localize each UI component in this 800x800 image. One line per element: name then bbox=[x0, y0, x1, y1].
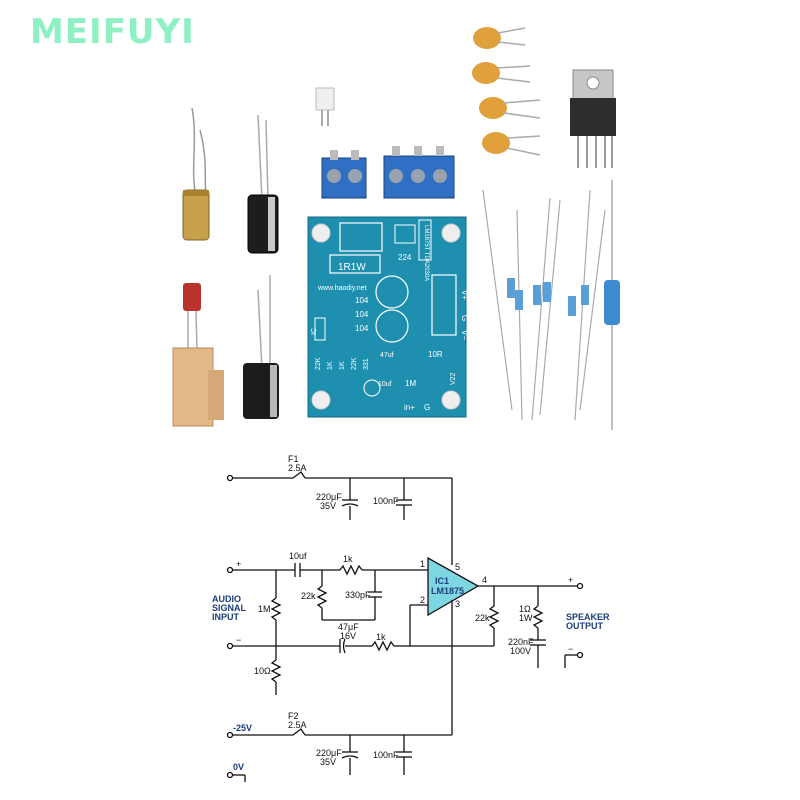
pin-5: 5 bbox=[455, 562, 460, 572]
pcb-label-ic: IC bbox=[311, 328, 318, 335]
pcb-label-chip: LM1875T TDA2030A bbox=[423, 225, 429, 281]
neg-rail-label: -25V bbox=[233, 723, 252, 733]
minus-input-sign: − bbox=[236, 635, 241, 645]
ceramic-capacitors bbox=[472, 27, 541, 156]
pcb-label-47uf: 47uf bbox=[380, 352, 394, 359]
speaker-output-line2: OUTPUT bbox=[566, 621, 604, 631]
audio-input-line1: AUDIO bbox=[212, 594, 241, 604]
speaker-output-line1: SPEAKER bbox=[566, 612, 610, 622]
input-cap-label: 10uf bbox=[289, 551, 307, 561]
r-22k-left-label: 22k bbox=[301, 591, 316, 601]
pcb-label-g-power: G bbox=[460, 315, 469, 321]
r-1ohm-value: 1Ω bbox=[519, 604, 531, 614]
cap-bot-b-value: 100nF bbox=[373, 750, 399, 760]
fuse1-rating: 2.5A bbox=[288, 463, 307, 473]
pcb-label-22k-a: 22K bbox=[315, 357, 322, 370]
cap-top-a-voltage: 35V bbox=[320, 501, 336, 511]
pcb-label-1k-b: 1K bbox=[339, 361, 346, 370]
pcb-label-22k-b: 22K bbox=[351, 357, 358, 370]
amplifier-ic-to220 bbox=[570, 69, 616, 168]
terminal-block-3pin bbox=[383, 146, 455, 199]
pcb-label-in-plus: in+ bbox=[404, 403, 415, 412]
r-22k-right-label: 22k bbox=[475, 613, 490, 623]
cap-220nf-value: 220nF bbox=[508, 637, 534, 647]
pcb-label-v22: V22 bbox=[450, 372, 457, 385]
schematic-labels: F1 2.5A 220μF 35V 100nF 10uf 1k 22k 330p… bbox=[212, 454, 610, 772]
plus-input-sign: + bbox=[236, 559, 241, 569]
pin-2: 2 bbox=[420, 595, 425, 605]
r-1ohm-power: 1W bbox=[519, 613, 533, 623]
r-in-label: 1k bbox=[343, 554, 353, 564]
pin-1: 1 bbox=[420, 559, 425, 569]
fuse2-name: F2 bbox=[288, 711, 299, 721]
cap-top-b-value: 100nF bbox=[373, 496, 399, 506]
pcb-label-1r1w: 1R1W bbox=[338, 262, 366, 273]
electrolytic-capacitor-black bbox=[247, 114, 279, 254]
pin-3: 3 bbox=[455, 599, 460, 609]
cap-47uf-voltage: 16V bbox=[340, 631, 356, 641]
pcb-label-1m: 1M bbox=[405, 379, 416, 388]
brand-watermark: MEIFUYI bbox=[30, 12, 195, 52]
ic-part: LM1875 bbox=[431, 586, 464, 596]
cap-bot-a-voltage: 35V bbox=[320, 757, 336, 767]
pcb-label-104-c: 104 bbox=[355, 324, 369, 333]
pcb-board: 1R1W www.haodiy.net 104 104 104 224 22K … bbox=[307, 216, 469, 418]
pcb-label-331: 331 bbox=[363, 358, 370, 370]
cap-47uf-value: 47μF bbox=[338, 622, 359, 632]
audio-input-line3: INPUT bbox=[212, 612, 240, 622]
r-1m-label: 1M bbox=[258, 604, 271, 614]
pcb-label-v-minus: V− bbox=[460, 330, 469, 340]
audio-input-line2: SIGNAL bbox=[212, 603, 247, 613]
pcb-label-224: 224 bbox=[398, 253, 412, 262]
pin-header bbox=[315, 87, 335, 126]
plus-output-sign: + bbox=[568, 575, 573, 585]
schematic bbox=[226, 471, 584, 782]
pcb-label-v-plus: V+ bbox=[460, 290, 469, 300]
pcb-label-10uf: 10uf bbox=[378, 381, 392, 388]
ground-label: 0V bbox=[233, 762, 244, 772]
pcb-label-g: G bbox=[424, 403, 430, 412]
electrolytic-capacitor-black-2 bbox=[243, 275, 279, 419]
ic-name: IC1 bbox=[435, 576, 449, 586]
electrolytic-capacitor-yellow bbox=[182, 107, 210, 241]
resistors bbox=[482, 180, 620, 430]
terminal-block-2pin bbox=[321, 150, 367, 199]
pcb-label-website: www.haodiy.net bbox=[317, 285, 367, 292]
r-10ohm-label: 10Ω bbox=[254, 666, 271, 676]
pcb-label-10r: 10R bbox=[428, 350, 443, 359]
fuse1-name: F1 bbox=[288, 454, 299, 464]
cap-220nf-voltage: 100V bbox=[510, 646, 531, 656]
minus-output-sign: − bbox=[568, 644, 573, 654]
r-fb-label: 1k bbox=[376, 632, 386, 642]
pin-4: 4 bbox=[482, 575, 487, 585]
pcb-label-1k-a: 1K bbox=[327, 361, 334, 370]
cap-bot-a-value: 220μF bbox=[316, 748, 342, 758]
cap-330pf-label: 330pF bbox=[345, 590, 371, 600]
fuse2-rating: 2.5A bbox=[288, 720, 307, 730]
pcb-label-104-a: 104 bbox=[355, 296, 369, 305]
pcb-label-104-b: 104 bbox=[355, 310, 369, 319]
cap-top-a-value: 220μF bbox=[316, 492, 342, 502]
electrolytic-capacitor-red bbox=[172, 283, 224, 427]
